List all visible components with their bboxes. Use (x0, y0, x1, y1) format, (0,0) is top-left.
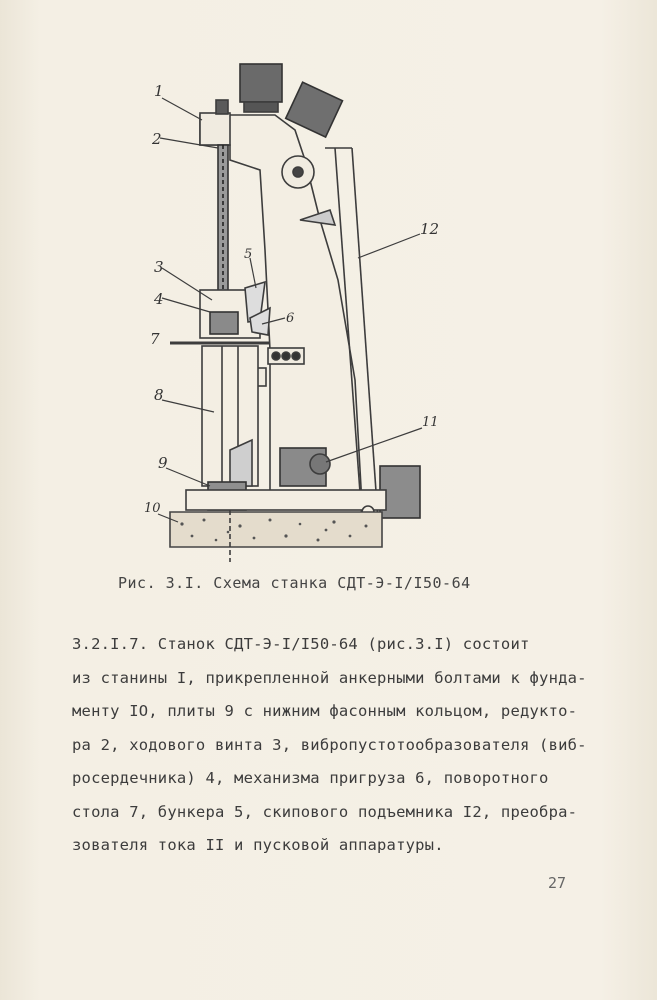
callout-9: 9 (158, 454, 168, 472)
figure-caption: Рис. 3.І. Схема станка СДТ-Э-І/І50-64 (118, 574, 471, 592)
motor-top (239, 63, 283, 103)
callout-12: 12 (420, 220, 439, 238)
callout-4: 4 (153, 290, 164, 308)
callout-1: 1 (154, 82, 164, 100)
paragraph-line: из станины І, прикрепленной анкерными бо… (72, 668, 587, 687)
vibro-core-head (209, 311, 239, 335)
paragraph-line: зователя тока ІІ и пусковой аппаратуры. (72, 836, 444, 854)
callout-2: 2 (151, 130, 162, 148)
callout-10: 10 (144, 501, 161, 516)
callout-3: 3 (154, 258, 164, 276)
motor-base (243, 101, 279, 113)
callout-7: 7 (150, 330, 160, 348)
body-paragraph: 3.2.І.7. Станок СДТ-Э-І/І50-64 (рис.3.І)… (72, 628, 587, 863)
foundation (169, 511, 383, 548)
machine-base (185, 489, 387, 511)
paragraph-line: 3.2.І.7. Станок СДТ-Э-І/І50-64 (рис.3.І)… (72, 635, 530, 653)
callout-11: 11 (422, 415, 439, 430)
callout-8: 8 (154, 386, 164, 404)
page-number: 27 (548, 874, 567, 892)
paragraph-line: менту ІО, плиты 9 с нижним фасонным коль… (72, 702, 578, 720)
frame-head (199, 112, 231, 146)
callout-5: 5 (244, 247, 252, 262)
paragraph-line: ра 2, ходового винта 3, вибропустотообра… (72, 735, 587, 754)
machine-schematic-figure: 1 2 3 5 4 6 7 8 9 10 11 12 (130, 50, 450, 570)
gearbox-cap (215, 99, 229, 115)
motor-angled (284, 81, 344, 139)
callout-6: 6 (286, 311, 294, 326)
paragraph-line: стола 7, бункера 5, скипового подъемника… (72, 802, 578, 821)
machine-schematic: 1 2 3 5 4 6 7 8 9 10 11 12 (144, 63, 439, 562)
paragraph-line: росердечника) 4, механизма пригруза 6, п… (72, 769, 549, 787)
